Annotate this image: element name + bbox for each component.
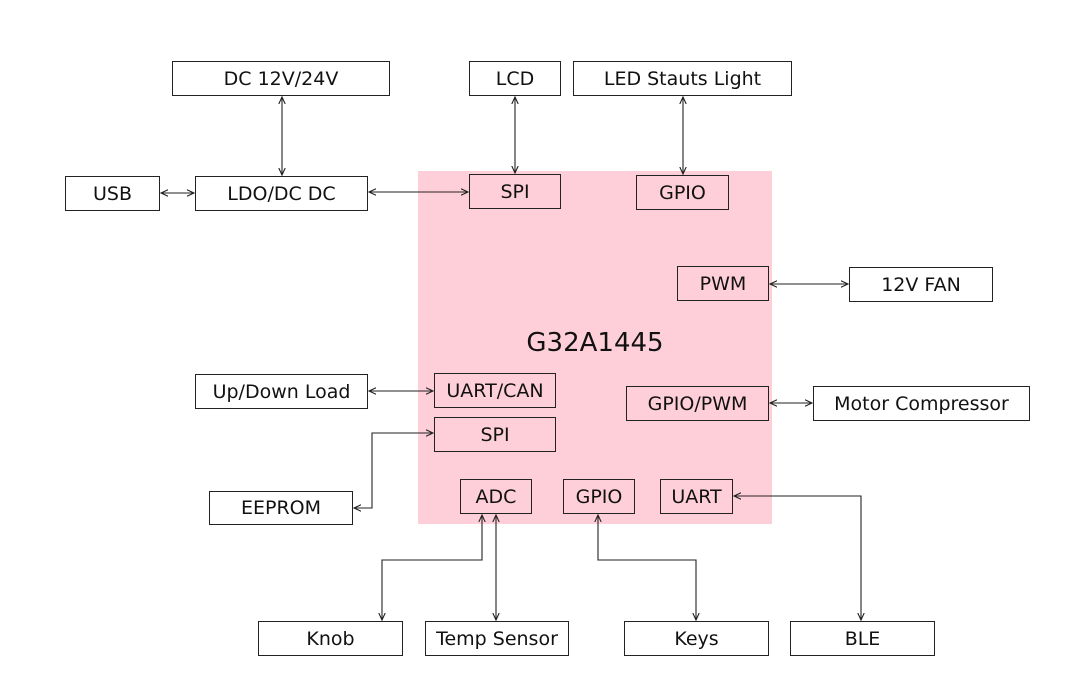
ldo-dcdc-box: LDO/DC DC (195, 176, 368, 211)
eeprom-box: EEPROM (209, 491, 353, 525)
ble-box: BLE (790, 621, 935, 656)
led-status-box: LED Stauts Light (573, 61, 792, 96)
temp-sensor-box: Temp Sensor (425, 621, 569, 656)
pin-pwm: PWM (677, 266, 769, 301)
knob-box: Knob (258, 621, 403, 656)
pin-spi-top: SPI (469, 174, 561, 209)
mcu-block (418, 171, 772, 524)
pin-gpio-pwm: GPIO/PWM (626, 386, 769, 421)
mcu-label: G32A1445 (526, 328, 664, 358)
updown-load-box: Up/Down Load (195, 374, 368, 409)
pin-adc: ADC (460, 479, 532, 514)
pin-spi-mid: SPI (434, 417, 556, 452)
fan-box: 12V FAN (849, 267, 993, 302)
wire-uart-ble (734, 496, 861, 620)
wire-adc-knob (382, 515, 482, 620)
pin-uart-bottom: UART (660, 479, 733, 514)
keys-box: Keys (624, 621, 769, 656)
pin-gpio-bottom: GPIO (563, 479, 635, 514)
pin-uart-can: UART/CAN (434, 373, 556, 408)
wire-spi-eeprom (354, 433, 433, 508)
lcd-box: LCD (469, 61, 561, 96)
usb-box: USB (65, 176, 160, 211)
motor-compressor-box: Motor Compressor (813, 386, 1030, 421)
wire-gpio-keys (598, 515, 696, 620)
pin-gpio-top: GPIO (636, 175, 729, 210)
dc-supply-box: DC 12V/24V (172, 61, 390, 96)
